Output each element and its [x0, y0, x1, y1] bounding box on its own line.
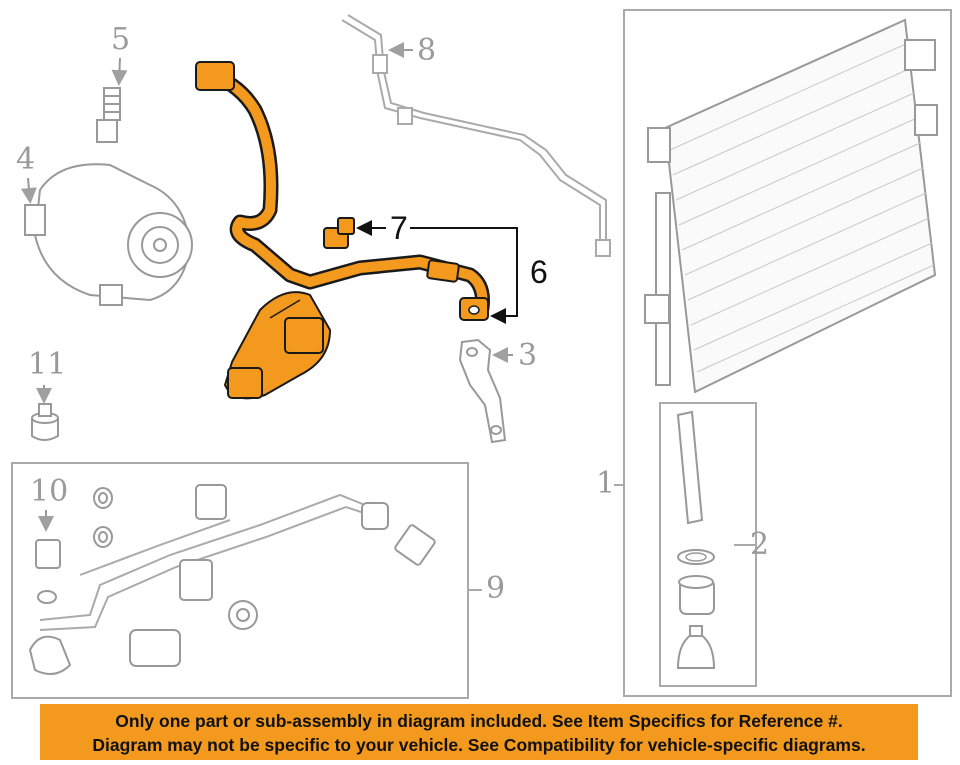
cap [31, 385, 59, 441]
switch-fitting [96, 57, 128, 143]
condenser-panel [614, 9, 952, 697]
callout-11: 11 [28, 347, 67, 382]
callout-5: 5 [111, 22, 131, 57]
liquid-line [341, 14, 611, 257]
callout-1: 1 [596, 466, 616, 501]
hose-kit-panel [11, 462, 482, 699]
ac-hose-assembly [195, 61, 518, 400]
callout-3: 3 [518, 338, 538, 373]
callout-9: 9 [486, 571, 506, 606]
disclaimer-line-1: Only one part or sub-assembly in diagram… [115, 711, 843, 731]
compressor [20, 163, 193, 306]
callout-8: 8 [417, 33, 437, 68]
disclaimer-banner: Only one part or sub-assembly in diagram… [40, 704, 918, 760]
callout-2: 2 [750, 527, 770, 562]
callout-7: 7 [390, 210, 408, 246]
bracket [458, 338, 513, 444]
callout-10: 10 [30, 474, 69, 509]
callout-4: 4 [16, 142, 36, 177]
drier-kit-panel [659, 402, 757, 687]
disclaimer-line-2: Diagram may not be specific to your vehi… [92, 735, 866, 755]
callout-6: 6 [530, 254, 548, 290]
